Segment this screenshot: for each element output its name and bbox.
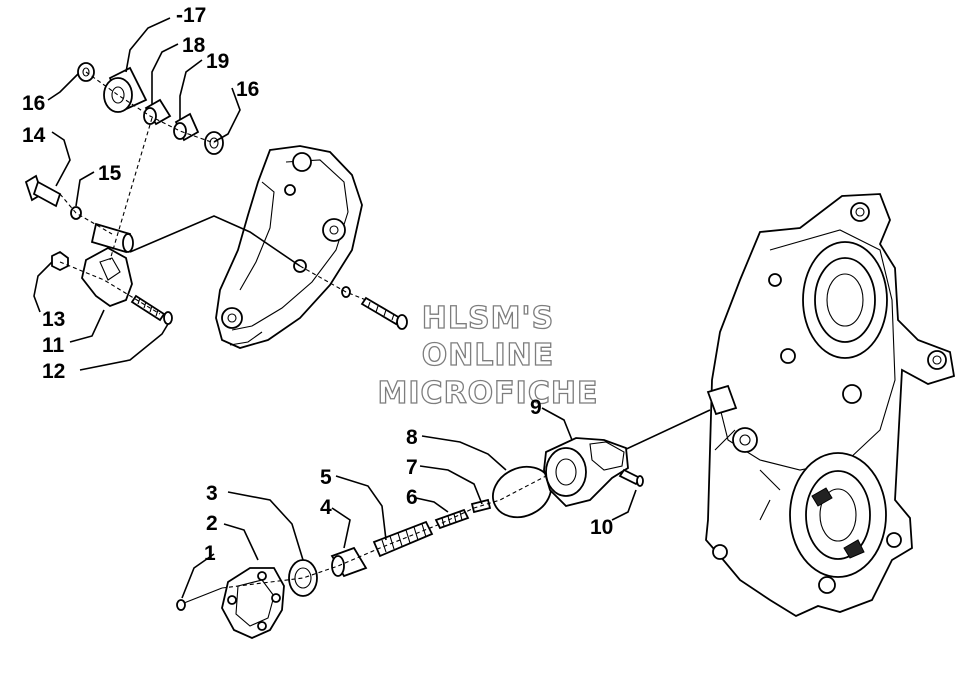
callout-2: 2 [206,512,218,535]
callout-12: 12 [42,360,65,383]
watermark-line-1: HLSM'S [422,301,554,336]
watermark-line-3: MICROFICHE [378,376,599,411]
callout-11: 11 [42,334,65,357]
upper-case-cover [215,145,363,349]
watermark-line-2: ONLINE [422,338,555,373]
callout-18: 18 [182,34,206,57]
callout-10: 10 [590,516,613,539]
callout-6: 6 [406,486,418,509]
callout-3: 3 [206,482,218,505]
callout-19: 19 [206,50,229,73]
callout-17: -17 [176,4,206,27]
callout-9: 9 [530,396,542,419]
leader-lines [33,17,637,599]
callout-16-right: 16 [236,78,259,101]
callout-4: 4 [320,496,332,519]
upper-part-stack [24,62,408,330]
oil-pump-assembly [176,437,644,639]
callout-15: 15 [98,162,122,185]
callout-numbers: -17 18 19 16 16 14 15 13 11 12 3 2 1 5 4… [22,4,613,565]
callout-13: 13 [42,308,65,331]
watermark: HLSM'S ONLINE MICROFICHE [377,300,599,411]
main-gear-case [705,193,956,618]
callout-16-left: 16 [22,92,45,115]
callout-7: 7 [406,456,418,479]
callout-14: 14 [22,124,46,147]
assembly-line [619,409,711,453]
callout-8: 8 [406,426,418,449]
callout-1: 1 [204,542,216,565]
callout-5: 5 [320,466,332,489]
